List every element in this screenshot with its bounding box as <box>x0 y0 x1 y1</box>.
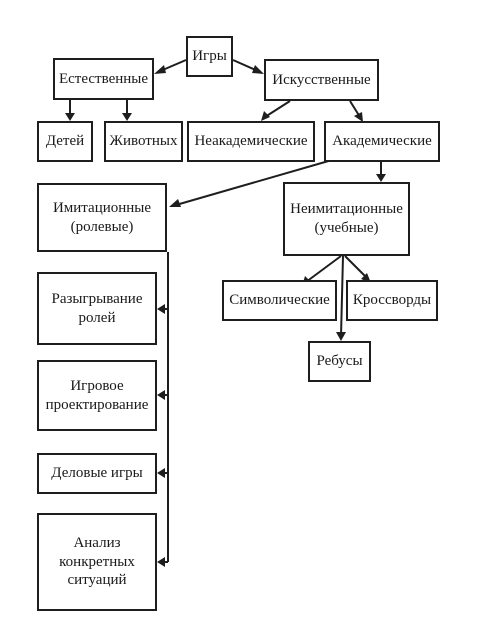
node-delovye: Деловые игры <box>37 453 157 494</box>
node-iskusstvennye: Искусственные <box>264 59 379 101</box>
arrowhead <box>336 332 346 341</box>
arrowhead <box>261 111 270 121</box>
arrowhead <box>65 113 75 121</box>
node-neimitacionnye: Неимитационные (учебные) <box>283 182 410 256</box>
arrowhead <box>252 65 264 74</box>
arrowhead <box>157 390 165 400</box>
arrowhead <box>122 113 132 121</box>
node-rebusy: Ребусы <box>308 341 371 382</box>
node-igry: Игры <box>186 36 233 77</box>
connector-neimitacionnye-simvolicheskie <box>305 255 342 283</box>
arrowhead <box>157 557 165 567</box>
node-igrovoe: Игровое проектирование <box>37 360 157 431</box>
node-simvolicheskie: Символические <box>222 280 337 321</box>
node-detey: Детей <box>37 121 93 162</box>
arrowhead <box>157 468 165 478</box>
connector-iskusstvennye-neakademicheskie <box>264 100 291 118</box>
arrowhead <box>157 304 165 314</box>
arrowhead <box>376 174 386 182</box>
arrowhead <box>169 199 181 207</box>
node-akademicheskie: Академические <box>324 121 440 162</box>
node-analiz: Анализ конкретных ситуаций <box>37 513 157 611</box>
node-imitacionnye: Имитационные (ролевые) <box>37 183 167 252</box>
node-krossvordy: Кроссворды <box>346 280 438 321</box>
arrowhead <box>354 112 363 122</box>
arrowhead <box>154 65 166 74</box>
connector-neimitacionnye-krossvordy <box>344 255 368 279</box>
node-neakademicheskie: Неакадемические <box>187 121 315 162</box>
node-zhivotnyh: Животных <box>104 121 183 162</box>
connector-akademicheskie-imitacionnye <box>175 159 333 206</box>
node-razygryvanie: Разыгрывание ролей <box>37 272 157 345</box>
connector-neimitacionnye-rebusy <box>340 255 344 337</box>
node-estestvennye: Естественные <box>53 58 154 100</box>
